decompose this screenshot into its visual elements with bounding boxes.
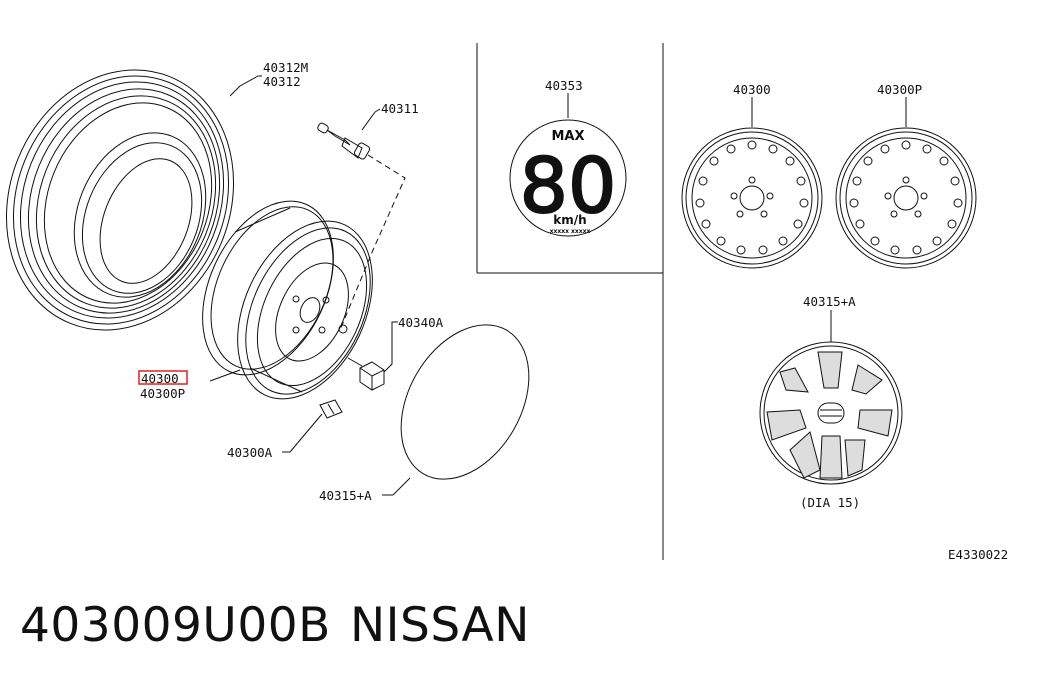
- highlight-box: [138, 370, 188, 385]
- footer-part-number: 403009U00B: [20, 598, 331, 653]
- callout-nut: 40340A: [398, 315, 444, 330]
- steel-wheel-a-drawing: [681, 97, 823, 269]
- speed-label-unit: km/h: [553, 213, 586, 227]
- callout-speed-label: 40353: [545, 78, 583, 93]
- callout-steel-wheel-a: 40300: [733, 82, 771, 97]
- callout-cover-right: 40315+A: [803, 294, 856, 309]
- exploded-wheel-diagram: MAX 80 km/h xxxxx xxxxx: [5, 43, 1008, 562]
- footer-brand: NISSAN: [350, 598, 530, 653]
- speed-label-value: 80: [520, 141, 617, 230]
- wheel-drawing: [202, 200, 373, 400]
- speed-label-max: MAX: [551, 129, 584, 144]
- callout-wheel-alt: 40300P: [140, 386, 185, 401]
- callout-tire-40312m: 40312M: [263, 60, 308, 75]
- tire-drawing: [5, 69, 259, 331]
- diagram-code: E4330022: [948, 547, 1008, 562]
- cover-right-drawing: [759, 310, 903, 485]
- speed-label-fine-print: xxxxx xxxxx: [550, 228, 591, 235]
- valve-drawing: [317, 108, 406, 331]
- balance-weight-drawing: [282, 399, 343, 453]
- speed-label-drawing: MAX 80 km/h xxxxx xxxxx: [509, 93, 627, 237]
- callout-dia-note: (DIA 15): [800, 495, 860, 510]
- callout-wheel-highlighted: 40300: [141, 371, 179, 386]
- callout-steel-wheel-b: 40300P: [877, 82, 922, 97]
- steel-wheel-b-drawing: [835, 97, 977, 269]
- nut-drawing: [347, 321, 398, 391]
- callout-balance-weight: 40300A: [227, 445, 273, 460]
- callout-valve: 40311: [381, 101, 419, 116]
- callout-tire-40312: 40312: [263, 74, 301, 89]
- panel-dividers: [476, 43, 664, 560]
- cover-left-drawing: [382, 324, 530, 496]
- callout-cover-left: 40315+A: [319, 488, 372, 503]
